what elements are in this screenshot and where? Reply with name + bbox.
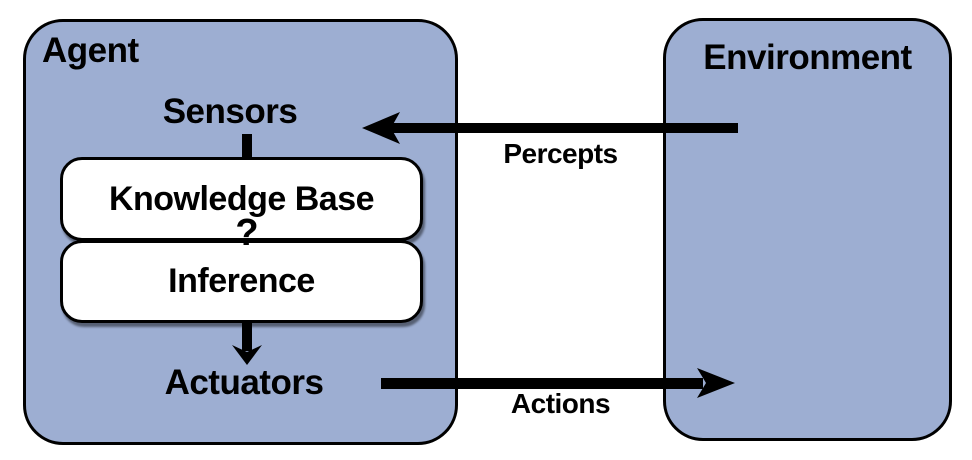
agent-label: Agent bbox=[42, 31, 139, 70]
percepts-arrow bbox=[362, 112, 738, 144]
percepts-label: Percepts bbox=[503, 138, 618, 169]
inference-label: Inference bbox=[168, 262, 315, 300]
inference-to-actuators-arrow bbox=[232, 320, 262, 365]
agent-box: Agent Sensors Knowledge Base Inference ?… bbox=[23, 19, 458, 445]
knowledge-base-label: Knowledge Base bbox=[108, 179, 375, 218]
environment-box: Environment bbox=[663, 18, 952, 441]
sensors-label: Sensors bbox=[162, 92, 298, 131]
actuators-label: Actuators bbox=[164, 363, 324, 402]
actions-label: Actions bbox=[510, 388, 611, 419]
sensors-to-knowledge-base-connector bbox=[242, 134, 252, 160]
environment-label: Environment bbox=[703, 38, 912, 77]
question-mark-label: ? bbox=[235, 212, 259, 254]
inference-box: Inference bbox=[60, 240, 423, 323]
knowledge-base-box: Knowledge Base bbox=[60, 157, 423, 241]
actions-arrow bbox=[381, 368, 735, 398]
